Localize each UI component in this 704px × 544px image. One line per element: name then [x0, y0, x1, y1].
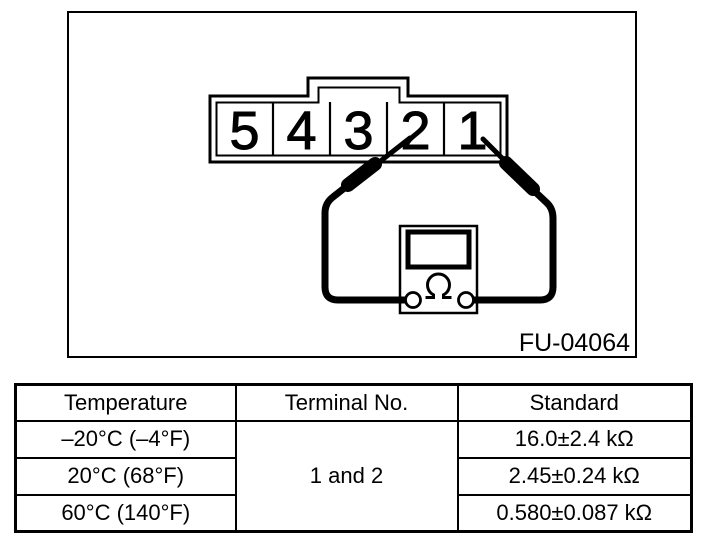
- terminal-number-5: 5: [229, 101, 259, 161]
- terminal-number-2: 2: [400, 101, 430, 161]
- ohm-symbol-icon: [425, 272, 452, 299]
- measurement-figure: 5 4 3 2 1: [67, 11, 637, 358]
- lead-wire-right: [468, 182, 557, 304]
- col-header-temperature: Temperature: [14, 383, 237, 422]
- meter-jack-right: [457, 291, 475, 309]
- standard-cell: 0.580±0.087 kΩ: [456, 493, 693, 533]
- temperature-cell: 20°C (68°F): [14, 456, 237, 496]
- standard-cell: 16.0±2.4 kΩ: [456, 419, 693, 459]
- figure-code-label: FU-04064: [519, 329, 630, 357]
- ohmmeter-display: [405, 229, 472, 270]
- lead-wire-left: [321, 178, 410, 304]
- terminal-number-1: 1: [457, 101, 487, 161]
- terminal-number-4: 4: [286, 101, 316, 161]
- probe-tip-right: [480, 136, 508, 164]
- probe-tip-left: [375, 135, 413, 166]
- connector-inner-outline: [215, 86, 502, 157]
- terminal-no-cell: 1 and 2: [234, 419, 459, 533]
- temperature-cell: –20°C (–4°F): [14, 419, 237, 459]
- meter-jack-left: [404, 291, 422, 309]
- test-lead-left: [321, 135, 413, 304]
- connector-outline: [208, 76, 509, 164]
- col-header-terminal-no: Terminal No.: [234, 383, 459, 422]
- terminal-cell-dividers: [271, 102, 446, 156]
- standard-cell: 2.45±0.24 kΩ: [456, 456, 693, 496]
- col-header-standard: Standard: [456, 383, 693, 422]
- figure-drawing: 5 4 3 2 1: [67, 11, 637, 358]
- table-header-row: Temperature Terminal No. Standard: [14, 383, 693, 422]
- resistance-spec-table: Temperature Terminal No. Standard –20°C …: [14, 383, 693, 533]
- temperature-cell: 60°C (140°F): [14, 493, 237, 533]
- table-row: 60°C (140°F) 0.580±0.087 kΩ: [14, 493, 693, 533]
- table-row: –20°C (–4°F) 1 and 2 16.0±2.4 kΩ: [14, 419, 693, 533]
- terminal-numbers: 5 4 3 2 1: [229, 101, 488, 162]
- terminal-number-3: 3: [343, 101, 373, 161]
- test-lead-right: [468, 136, 557, 304]
- table-row: 20°C (68°F) 2.45±0.24 kΩ: [14, 456, 693, 496]
